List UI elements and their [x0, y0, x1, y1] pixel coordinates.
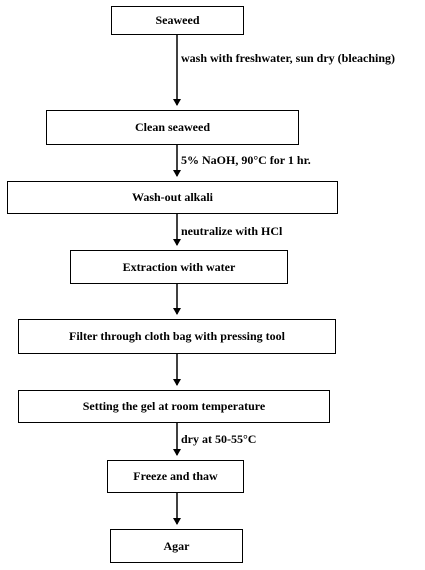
- step-setting-gel-label: Setting the gel at room temperature: [82, 399, 266, 413]
- step-agar: Agar: [110, 529, 243, 563]
- step-wash-out-alkali: Wash-out alkali: [7, 181, 338, 214]
- transition-dry-temperature: dry at 50-55°C: [181, 432, 257, 446]
- step-clean-seaweed: Clean seaweed: [46, 110, 299, 145]
- step-extraction-water-label: Extraction with water: [122, 259, 236, 274]
- transition-neutralize-hcl: neutralize with HCl: [181, 224, 283, 238]
- step-extraction-water: Extraction with water: [70, 250, 288, 284]
- step-wash-out-alkali-label: Wash-out alkali: [131, 190, 214, 204]
- step-freeze-thaw-label: Freeze and thaw: [133, 469, 218, 483]
- step-seaweed-label: Seaweed: [155, 13, 200, 27]
- step-filter-cloth-bag-label: Filter through cloth bag with pressing t…: [68, 329, 286, 343]
- step-filter-cloth-bag: Filter through cloth bag with pressing t…: [18, 319, 336, 354]
- transition-naoh-treatment: 5% NaOH, 90°C for 1 hr.: [181, 153, 311, 167]
- step-seaweed: Seaweed: [111, 6, 244, 35]
- step-agar-label: Agar: [163, 538, 190, 553]
- step-freeze-thaw: Freeze and thaw: [107, 460, 244, 493]
- step-clean-seaweed-label: Clean seaweed: [135, 120, 210, 134]
- step-setting-gel: Setting the gel at room temperature: [18, 390, 330, 423]
- transition-wash-sun-dry: wash with freshwater, sun dry (bleaching…: [181, 51, 396, 65]
